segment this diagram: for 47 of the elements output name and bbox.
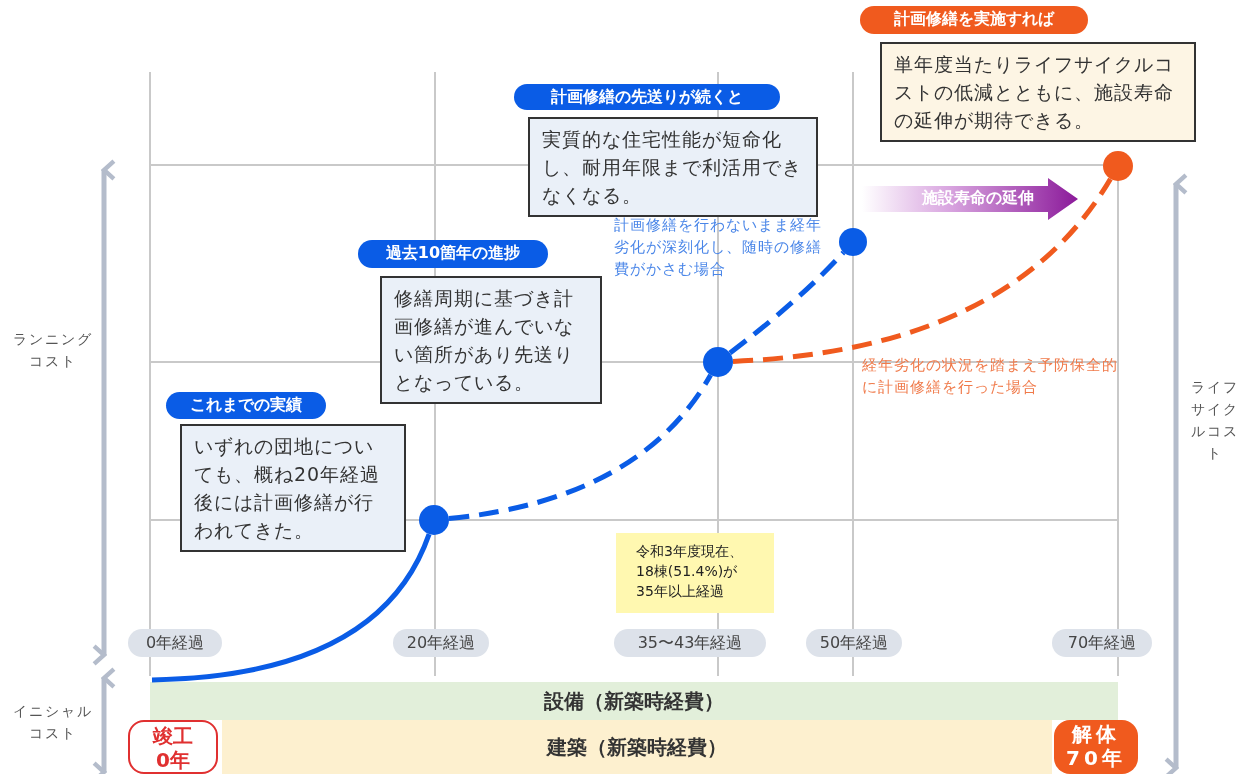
year-stamp	[128, 720, 218, 774]
curve-point	[1103, 151, 1133, 181]
sticky-note	[616, 533, 774, 613]
heading-pill	[358, 240, 548, 268]
stamp-text: 70年	[1065, 746, 1127, 770]
callout-box	[180, 424, 406, 552]
axis-tick-label: 0年経過	[128, 629, 222, 657]
note-text: いずれの団地についても、概ね20年経過後には計画修繕が行われてきた。	[194, 435, 381, 541]
note-text: 令和3年度現在、18棟(51.4%)が35年以上経過	[636, 543, 743, 599]
note-text: 単年度当たりライフサイクルコストの低減とともに、施設寿命の延伸が期待できる。	[894, 53, 1174, 131]
heading-pill	[514, 84, 780, 110]
cost-band	[222, 720, 1052, 774]
callout-box	[880, 42, 1196, 142]
curve-note: 計画修繕を行わないまま経年劣化が深刻化し、随時の修繕費がかさむ場合	[614, 215, 823, 280]
cost-curve	[732, 177, 1113, 364]
stamp-text: 竣工	[151, 724, 194, 748]
curve-point	[839, 228, 867, 256]
cost-curve	[448, 373, 713, 522]
banner-text: 施設寿命の延伸	[922, 188, 1034, 209]
curve-point	[703, 347, 733, 377]
cost-curve	[151, 533, 432, 683]
axis-tick-label: 20年経過	[393, 629, 489, 657]
stamp-text: 解体	[1070, 722, 1121, 746]
axis-label: イニシャルコスト	[12, 702, 94, 743]
year-stamp	[1054, 720, 1138, 774]
heading-text: 過去10箇年の進捗	[385, 243, 521, 262]
cost-curve	[728, 250, 846, 355]
stamp-text: 0年	[155, 748, 191, 772]
heading-text: これまでの実績	[190, 395, 302, 414]
axis-tick-label: 50年経過	[806, 629, 902, 657]
heading-text: 計画修繕の先送りが続くと	[551, 87, 743, 106]
note-text: 修繕周期に基づき計画修繕が進んでいない箇所があり先送りとなっている。	[394, 287, 574, 393]
curve-point	[419, 505, 449, 535]
axis-tick-label: 35〜43年経過	[614, 629, 766, 657]
band-text: 建築（新築時経費）	[547, 735, 727, 759]
cost-band	[150, 682, 1118, 720]
axis-tick-label: 70年経過	[1052, 629, 1152, 657]
curve-note: 経年劣化の状況を踏まえ予防保全的に計画修繕を行った場合	[862, 355, 1119, 398]
axis-label: ランニングコスト	[12, 330, 94, 371]
heading-pill	[860, 6, 1088, 34]
callout-box	[528, 117, 818, 217]
heading-pill	[166, 392, 326, 419]
callout-box	[380, 276, 602, 404]
axis-label: ライフサイクルコスト	[1190, 378, 1240, 463]
note-text: 実質的な住宅性能が短命化し、耐用年限まで利活用できなくなる。	[542, 128, 802, 206]
heading-text: 計画修繕を実施すれば	[894, 9, 1054, 28]
band-text: 設備（新築時経費）	[544, 689, 724, 713]
